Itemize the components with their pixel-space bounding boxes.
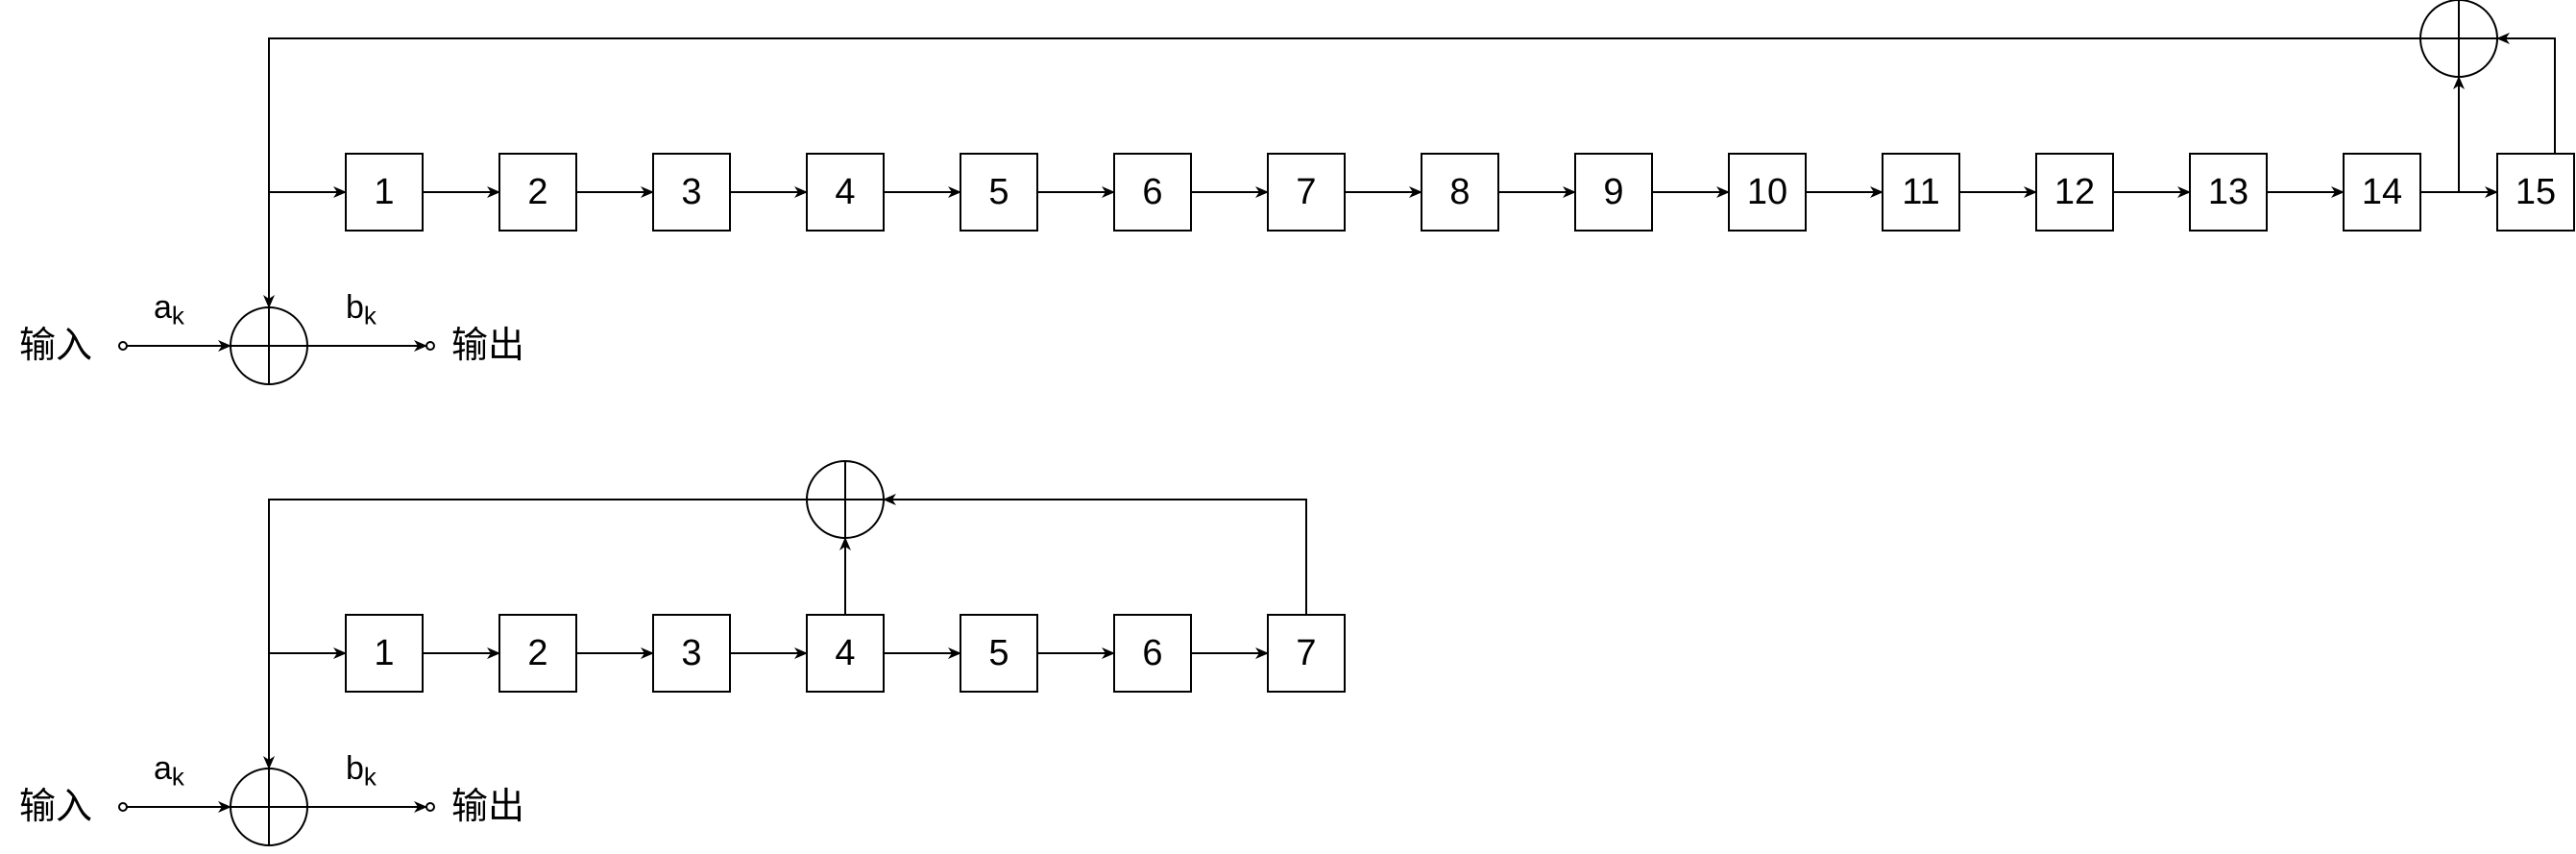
d0-input-signal-base: a	[154, 289, 172, 326]
d0-output-signal-subscript: k	[363, 301, 377, 330]
d1-input-signal: ak	[154, 752, 184, 790]
d0-input-signal: ak	[154, 291, 184, 329]
d1-register-label-3: 3	[681, 633, 702, 673]
d1-input-label: 输入	[19, 785, 93, 827]
d0-register-label-5: 5	[988, 172, 1009, 212]
d1-last-feedback	[883, 494, 1307, 615]
d0-register-13	[2189, 153, 2268, 232]
d0-register-label-13: 13	[2207, 172, 2249, 212]
d0-register-label-4: 4	[835, 172, 856, 212]
d0-register-7	[1267, 153, 1346, 232]
d0-register-2	[498, 153, 577, 232]
d0-register-label-10: 10	[1746, 172, 1788, 212]
d0-output-signal: bk	[346, 291, 377, 329]
d1-output-label: 输出	[451, 785, 525, 827]
d0-register-label-7: 7	[1296, 172, 1317, 212]
d0-register-label-8: 8	[1449, 172, 1470, 212]
d1-register-1	[345, 614, 424, 693]
d0-input-label: 输入	[19, 324, 93, 366]
d1-register-3	[652, 614, 731, 693]
d0-input-terminal	[118, 341, 128, 351]
d1-output-signal-subscript: k	[363, 762, 377, 792]
d1-feedback-return	[263, 499, 807, 769]
d0-register-label-11: 11	[1902, 172, 1940, 212]
d0-output-label: 输出	[451, 324, 525, 366]
d1-output-terminal	[425, 802, 435, 812]
d0-input-signal-subscript: k	[171, 301, 184, 330]
d0-register-label-14: 14	[2361, 172, 2403, 212]
d1-input-terminal	[118, 802, 128, 812]
d0-register-11	[1882, 153, 1960, 232]
d0-register-9	[1574, 153, 1653, 232]
d0-register-label-3: 3	[681, 172, 702, 212]
d1-register-label-1: 1	[374, 633, 395, 673]
d0-register-label-9: 9	[1603, 172, 1624, 212]
d1-register-2	[498, 614, 577, 693]
d0-register-3	[652, 153, 731, 232]
d0-register-label-12: 12	[2054, 172, 2096, 212]
d1-output-signal: bk	[346, 752, 377, 790]
d0-output-signal-base: b	[346, 289, 364, 326]
d0-register-label-15: 15	[2515, 172, 2557, 212]
d0-register-14	[2343, 153, 2421, 232]
d1-register-label-6: 6	[1142, 633, 1163, 673]
d0-register-4	[806, 153, 885, 232]
d0-register-10	[1728, 153, 1807, 232]
d0-register-label-6: 6	[1142, 172, 1163, 212]
d1-output-signal-base: b	[346, 750, 364, 787]
d1-register-label-7: 7	[1296, 633, 1317, 673]
d1-register-7	[1267, 614, 1346, 693]
d1-register-5	[960, 614, 1038, 693]
d0-register-15	[2496, 153, 2575, 232]
d1-register-label-2: 2	[527, 633, 548, 673]
d1-register-6	[1113, 614, 1192, 693]
d0-last-feedback	[2496, 33, 2556, 154]
d0-output-terminal	[425, 341, 435, 351]
d0-register-label-2: 2	[527, 172, 548, 212]
d1-input-signal-base: a	[154, 750, 172, 787]
d1-register-label-5: 5	[988, 633, 1009, 673]
d0-register-12	[2035, 153, 2114, 232]
d0-feedback-return	[263, 37, 2420, 308]
d1-register-label-4: 4	[835, 633, 856, 673]
d0-register-label-1: 1	[374, 172, 395, 212]
d1-input-signal-subscript: k	[171, 762, 184, 792]
